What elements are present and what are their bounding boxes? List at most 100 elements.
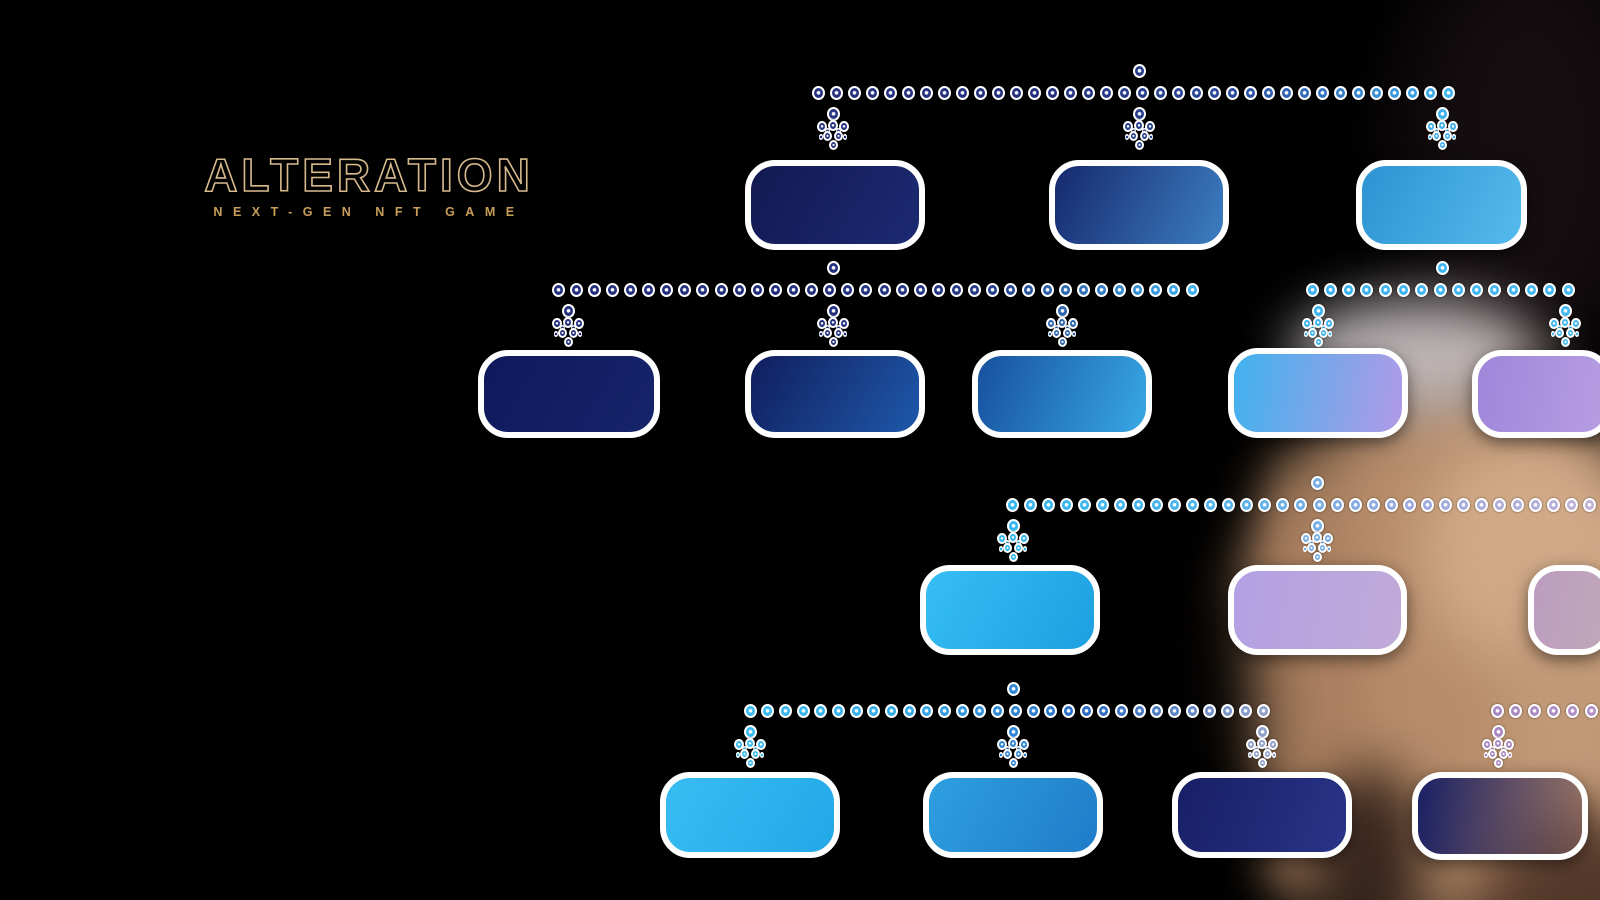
chain-bead <box>901 86 915 100</box>
connector-down-arrow-bead <box>1051 327 1062 339</box>
node-2-5[interactable] <box>1472 350 1600 438</box>
connector-down-arrow-bead <box>1019 532 1029 544</box>
chain-bead <box>1457 498 1470 512</box>
connector-down-arrow-bead <box>1451 134 1457 140</box>
chain-bead <box>1475 498 1489 512</box>
connector-down-arrow-bead <box>1303 331 1309 337</box>
node-3-2[interactable] <box>1228 565 1407 655</box>
chain-bead <box>1008 704 1022 718</box>
node-3-1[interactable] <box>920 565 1100 655</box>
chain-bead <box>1243 86 1257 100</box>
node-1-1[interactable] <box>745 160 925 250</box>
chain-bead <box>1396 283 1410 297</box>
connector-down-arrow-bead <box>759 752 765 758</box>
chain-bead <box>1131 283 1145 297</box>
node-4-4[interactable] <box>1412 772 1588 860</box>
connector-down-arrow-bead <box>1002 748 1013 760</box>
chain-bead <box>841 283 855 297</box>
node-2-2[interactable] <box>745 350 925 438</box>
connector-down-arrow-bead <box>1008 737 1018 749</box>
chain-bead <box>973 86 987 100</box>
chain-bead <box>1529 498 1543 512</box>
chain-bead <box>1423 86 1437 100</box>
chain-bead <box>1312 498 1326 512</box>
connector-down-arrow-bead <box>1123 120 1133 132</box>
connector-down-arrow-bead <box>818 134 824 140</box>
chain-bead <box>1117 86 1131 100</box>
chain-bead <box>1044 704 1058 718</box>
chain-bead <box>885 704 899 718</box>
chain-bead <box>973 704 987 718</box>
chain-bead <box>743 704 757 718</box>
connector-down-arrow-bead <box>1022 546 1028 552</box>
chain-bead <box>1207 86 1221 100</box>
connector-up-bead <box>826 261 840 275</box>
node-3-3[interactable] <box>1528 565 1600 655</box>
chain-bead <box>805 283 819 297</box>
chain-bead <box>1225 86 1239 100</box>
logo-tagline: NEXT-GEN NFT GAME <box>213 205 525 219</box>
chain-bead <box>1488 283 1502 297</box>
chain-bead <box>1305 283 1319 297</box>
connector-down-arrow-bead <box>577 331 583 337</box>
connector-down-arrow-bead <box>1302 546 1308 552</box>
chain-bead <box>1204 498 1218 512</box>
chain-bead <box>831 704 845 718</box>
chain-bead <box>1113 283 1127 297</box>
chain-bead <box>937 86 951 100</box>
connector-down-arrow-bead <box>1013 748 1024 760</box>
chain-bead <box>1027 86 1041 100</box>
chain-bead <box>1058 283 1072 297</box>
chain-bead <box>642 283 656 297</box>
chain-bead <box>1240 498 1254 512</box>
connector-down-arrow-bead <box>553 331 559 337</box>
chain-bead <box>1095 498 1109 512</box>
connector-up-bead <box>1132 64 1146 78</box>
chain-bead <box>920 704 934 718</box>
chain-bead <box>1150 704 1164 718</box>
chain-bead <box>955 704 969 718</box>
connector-down-arrow-bead <box>1057 316 1067 328</box>
chain-bead <box>1528 704 1542 718</box>
connector-down-arrow-bead <box>1134 119 1144 131</box>
chain-bead <box>1009 86 1023 100</box>
chain-bead <box>1168 498 1182 512</box>
chain-bead <box>1203 704 1217 718</box>
chain-bead <box>1149 283 1163 297</box>
connector-down-arrow-bead <box>1310 519 1324 533</box>
node-4-2[interactable] <box>923 772 1103 858</box>
chain-bead <box>778 704 792 718</box>
chain-bead <box>1094 283 1108 297</box>
node-4-1[interactable] <box>660 772 840 858</box>
chain-bead <box>867 704 881 718</box>
chain-bead <box>1509 704 1523 718</box>
chain-bead <box>605 283 619 297</box>
connector-down-arrow-bead <box>1013 542 1024 554</box>
chain-bead <box>796 704 810 718</box>
connector-down-arrow-bead <box>552 317 562 329</box>
node-1-2[interactable] <box>1049 160 1229 250</box>
chain-bead <box>1063 86 1077 100</box>
chain-bead <box>1185 283 1199 297</box>
chain-bead <box>678 283 692 297</box>
chain-bead <box>919 86 933 100</box>
node-1-3[interactable] <box>1356 160 1527 250</box>
chain-bead <box>1279 86 1293 100</box>
connector-down-arrow-bead <box>1006 519 1020 533</box>
chain-bead <box>732 283 746 297</box>
chain-bead <box>750 283 764 297</box>
chain-bead <box>1565 498 1579 512</box>
node-2-3[interactable] <box>972 350 1152 438</box>
logo-title: ALTERATION <box>203 149 534 201</box>
chain-bead <box>1561 283 1575 297</box>
node-2-1[interactable] <box>478 350 660 438</box>
chain-bead <box>1076 283 1090 297</box>
connector-down-arrow-bead <box>1327 331 1333 337</box>
connector-down-arrow-bead <box>828 316 838 328</box>
chain-bead <box>829 86 843 100</box>
connector-down-arrow-bead <box>561 304 575 318</box>
chain-bead <box>1185 704 1199 718</box>
node-4-3[interactable] <box>1172 772 1352 858</box>
node-2-4[interactable] <box>1228 348 1408 438</box>
